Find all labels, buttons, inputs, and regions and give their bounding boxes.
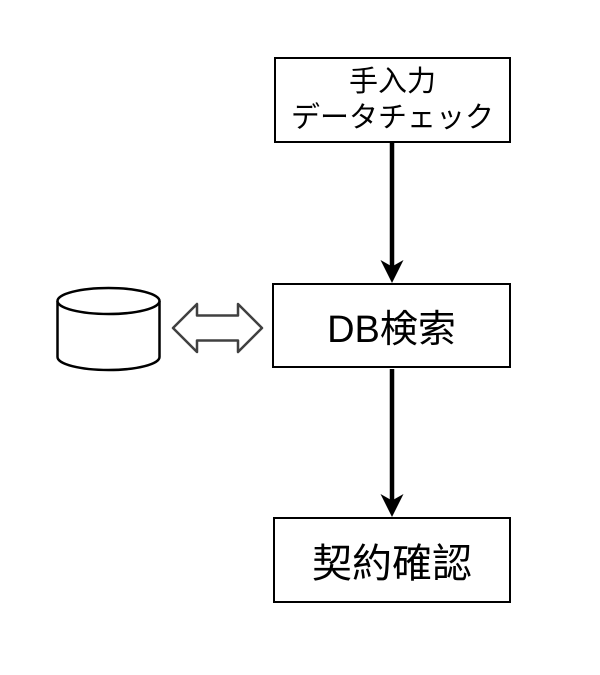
node-label-line1: 手入力 — [348, 65, 436, 98]
flow-arrow-db-to-contract — [380, 369, 404, 517]
database-cylinder-icon — [56, 286, 161, 372]
node-label-line2: データチェック — [290, 102, 494, 134]
flow-arrow-check-to-db — [380, 143, 404, 283]
node-manual-input-data-check: 手入力 データチェック — [274, 57, 511, 143]
left-right-arrow-icon — [171, 302, 264, 354]
node-contract-confirmation: 契約確認 — [273, 517, 511, 603]
node-db-search: DB検索 — [272, 283, 511, 368]
node-label: DB検索 — [327, 309, 456, 351]
node-label: 契約確認 — [312, 542, 472, 586]
